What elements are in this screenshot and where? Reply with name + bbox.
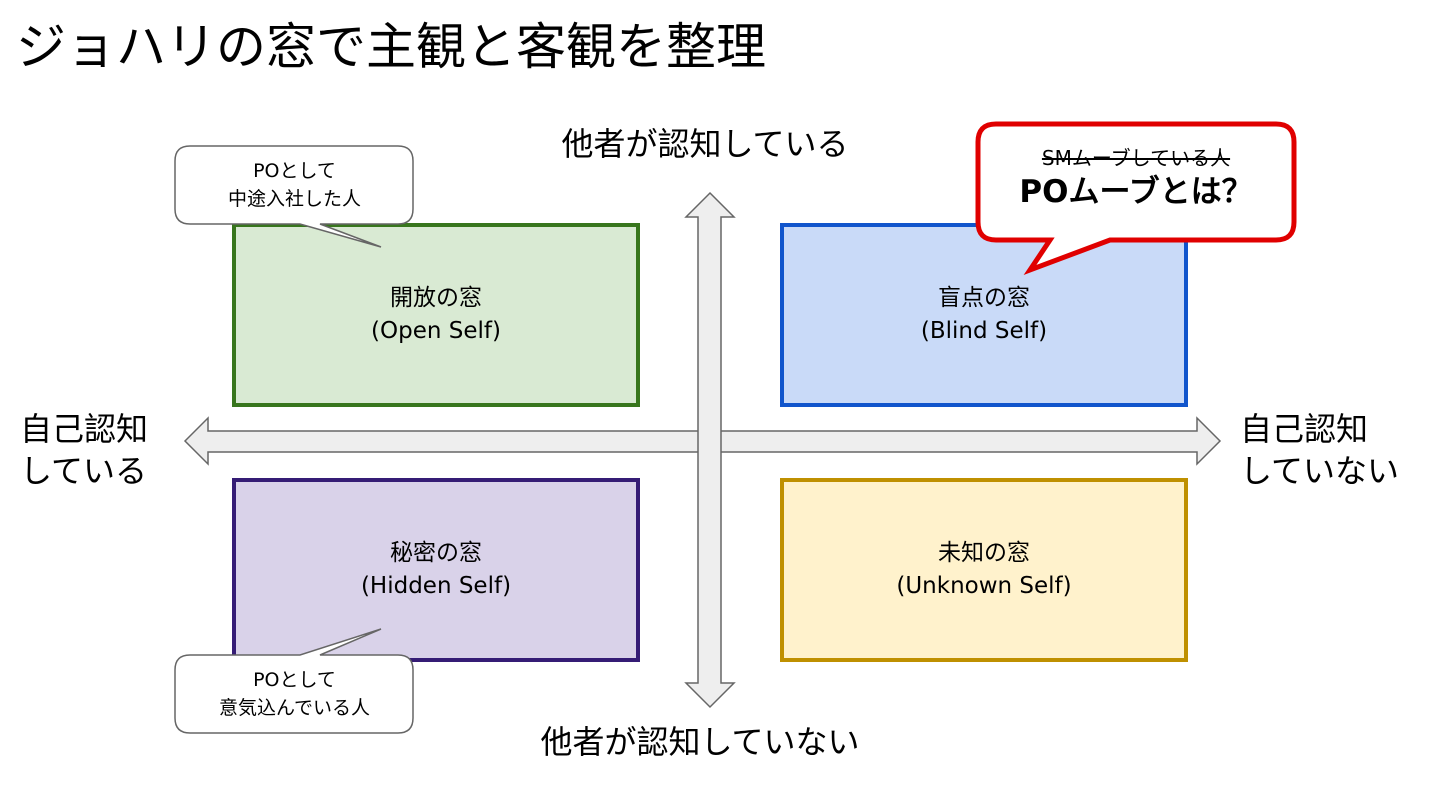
axis-label-bottom: 他者が認知していない [540, 723, 860, 761]
quadrant-blind-subtitle: (Blind Self) [920, 318, 1048, 344]
quadrant-unknown-title: 未知の窓 [938, 540, 1030, 566]
quadrant-unknown-subtitle: (Unknown Self) [896, 573, 1072, 599]
axis-label-left-line2: している [20, 452, 148, 490]
axis-label-right-line1: 自己認知 [1240, 410, 1369, 448]
callout-top-left-line2: 中途入社した人 [227, 188, 361, 210]
axis-label-right-line2: していない [1240, 452, 1400, 490]
quadrant-hidden-self: 秘密の窓 (Hidden Self) [232, 478, 640, 662]
quadrant-hidden-subtitle: (Hidden Self) [360, 573, 512, 599]
axis-label-left-line1: 自己認知 [20, 410, 149, 448]
callout-struck-text: SMムーブしている人 [1041, 146, 1231, 170]
quadrant-open-subtitle: (Open Self) [371, 318, 501, 344]
quadrant-open-self: 開放の窓 (Open Self) [232, 223, 640, 407]
callout-main-text: POムーブとは？ [1019, 174, 1253, 210]
axis-label-top: 他者が認知している [561, 125, 849, 163]
callout-top-right-text: SMムーブしている人 POムーブとは？ [980, 144, 1292, 212]
quadrant-open-title: 開放の窓 [390, 285, 482, 311]
quadrant-blind-self: 盲点の窓 (Blind Self) [780, 223, 1188, 407]
quadrant-blind-title: 盲点の窓 [938, 285, 1030, 311]
quadrant-unknown-self: 未知の窓 (Unknown Self) [780, 478, 1188, 662]
page-title: ジョハリの窓で主観と客観を整理 [16, 18, 766, 76]
axis-label-right: 自己認知 していない [1240, 408, 1399, 492]
callout-bottom-left-line1: POとして [253, 669, 336, 691]
callout-bottom-left-line2: 意気込んでいる人 [218, 697, 371, 719]
callout-top-left-text: POとして 中途入社した人 [176, 157, 413, 213]
callout-top-left-line1: POとして [253, 160, 336, 182]
callout-bottom-left-text: POとして 意気込んでいる人 [176, 666, 413, 722]
axis-label-left: 自己認知 している [20, 408, 148, 492]
quadrant-hidden-title: 秘密の窓 [390, 540, 482, 566]
